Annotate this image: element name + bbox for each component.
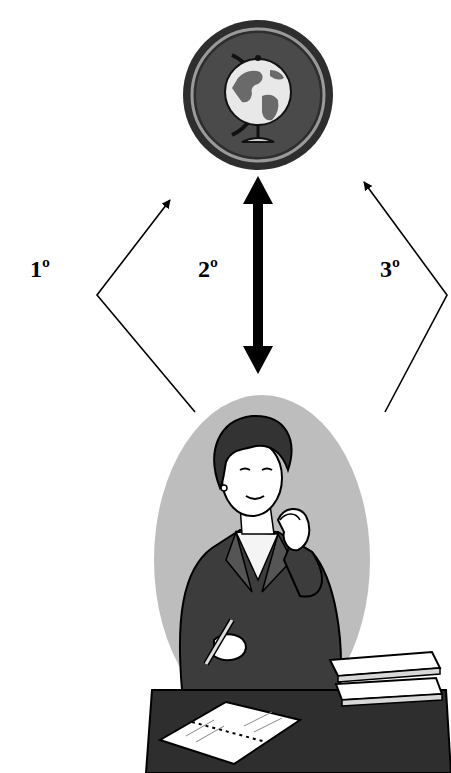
open-notebook xyxy=(160,702,300,764)
label-slot: 1º xyxy=(28,256,52,282)
globe-icon xyxy=(183,20,333,170)
arrow xyxy=(364,182,447,412)
book-stack xyxy=(330,652,442,706)
label-slot: 2º xyxy=(196,256,220,282)
double-arrow xyxy=(243,176,273,374)
arrow xyxy=(97,200,195,412)
label-slot: 3º xyxy=(378,256,402,282)
step-number: 3º xyxy=(378,256,402,282)
desk xyxy=(146,690,451,773)
step-number: 2º xyxy=(196,256,220,282)
step-number: 1º xyxy=(28,256,52,282)
